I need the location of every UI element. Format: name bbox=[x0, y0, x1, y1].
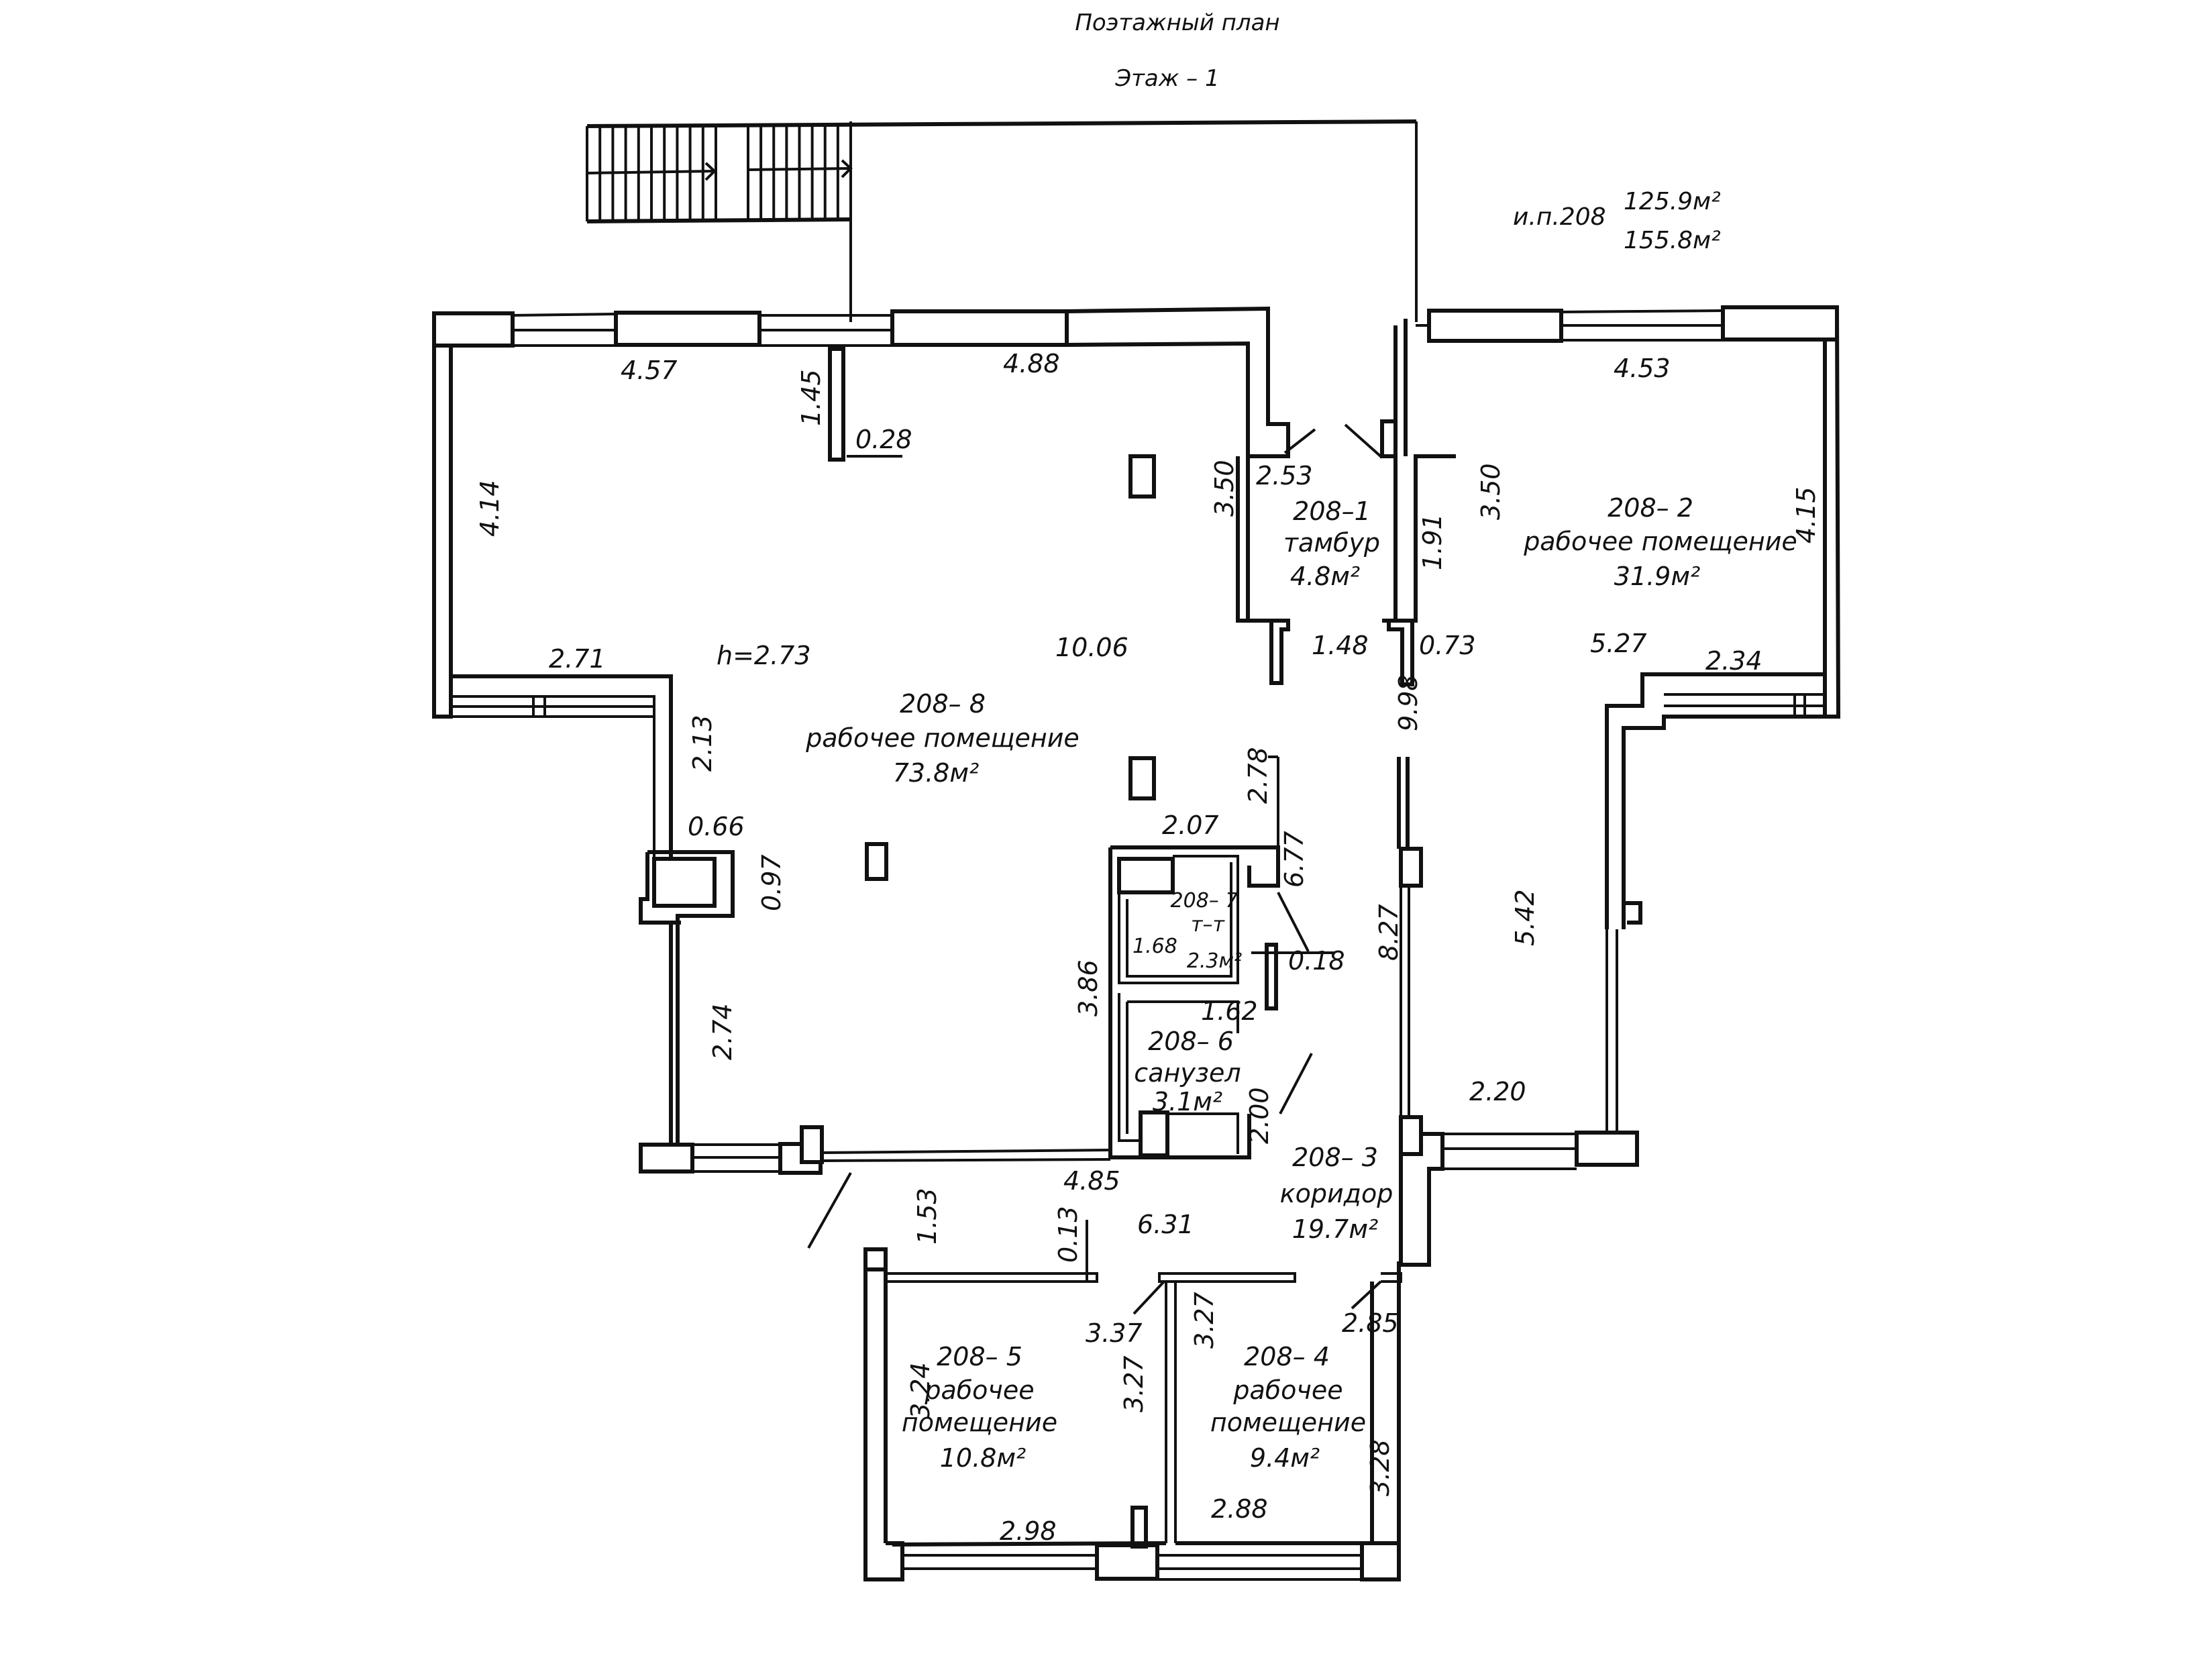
room-208-8: 208– 8 рабочее помещение 73.8м² bbox=[805, 689, 1079, 788]
dim: 9.98 bbox=[1393, 674, 1423, 731]
room-name: тамбур bbox=[1283, 528, 1380, 558]
dim: 1.45 bbox=[796, 369, 826, 426]
dim: 0.13 bbox=[1053, 1206, 1083, 1263]
dim: 3.27 bbox=[1190, 1292, 1219, 1349]
dim: 1.68 bbox=[1133, 935, 1177, 958]
dim: 2.98 bbox=[1000, 1516, 1057, 1546]
dim: 4.57 bbox=[621, 356, 678, 385]
room-id: 208– 6 bbox=[1148, 1027, 1234, 1056]
dim: 0.28 bbox=[855, 425, 912, 454]
dim: 2.00 bbox=[1245, 1087, 1274, 1144]
dim: 0.66 bbox=[688, 812, 745, 841]
dim: 1.91 bbox=[1418, 513, 1447, 570]
dim: 2.13 bbox=[688, 715, 717, 772]
room-name: рабочее bbox=[924, 1375, 1034, 1405]
room-id: 208– 4 bbox=[1244, 1342, 1330, 1371]
unit-area-total: 155.8м² bbox=[1624, 227, 1721, 254]
dim: 5.27 bbox=[1590, 629, 1647, 658]
dim: 4.85 bbox=[1063, 1166, 1120, 1196]
walls bbox=[432, 305, 1841, 1581]
dim: 0.73 bbox=[1419, 631, 1476, 660]
dim: 2.07 bbox=[1162, 811, 1219, 840]
dim: 2.20 bbox=[1469, 1077, 1526, 1106]
dim: 3.28 bbox=[1365, 1439, 1395, 1496]
room-208-6: 208– 6 санузел 3.1м² bbox=[1134, 1027, 1241, 1116]
floor-label: Этаж – 1 bbox=[1114, 65, 1219, 92]
dim: 2.71 bbox=[549, 644, 606, 674]
dim: 5.42 bbox=[1510, 889, 1540, 946]
room-208-5: 208– 5 рабочее помещение 10.8м² bbox=[902, 1342, 1057, 1473]
room-id: 208– 3 bbox=[1292, 1143, 1378, 1172]
room-area: 19.7м² bbox=[1292, 1214, 1379, 1244]
dim: 3.24 bbox=[906, 1362, 935, 1419]
room-208-4: 208– 4 рабочее помещение 9.4м² bbox=[1210, 1342, 1366, 1473]
dim: 8.27 bbox=[1374, 904, 1404, 961]
staircase bbox=[586, 119, 1418, 322]
room-area: 9.4м² bbox=[1250, 1443, 1320, 1473]
room-name: рабочее помещение bbox=[805, 723, 1079, 753]
dim: 2.85 bbox=[1342, 1308, 1399, 1338]
dim: 6.31 bbox=[1137, 1210, 1194, 1239]
dim: 6.77 bbox=[1279, 831, 1309, 888]
unit-label: и.п.208 bbox=[1513, 203, 1606, 231]
room-id: 208– 8 bbox=[900, 689, 986, 719]
dim: 2.53 bbox=[1256, 461, 1313, 490]
room-name: рабочее bbox=[1232, 1375, 1342, 1405]
dim: 2.78 bbox=[1243, 747, 1273, 804]
dim: 2.34 bbox=[1705, 646, 1762, 676]
room-area: 3.1м² bbox=[1153, 1087, 1222, 1116]
room-name: рабочее помещение bbox=[1523, 527, 1797, 556]
room-area: 73.8м² bbox=[893, 758, 980, 788]
room-id: 208– 7 bbox=[1171, 889, 1239, 913]
room-area: 2.3м² bbox=[1187, 949, 1242, 973]
room-208-7: 208– 7 т–т 2.3м² bbox=[1171, 889, 1243, 973]
room-name-2: помещение bbox=[1210, 1408, 1366, 1437]
room-name: коридор bbox=[1280, 1179, 1393, 1208]
columns bbox=[865, 454, 1156, 881]
room-area: 31.9м² bbox=[1614, 562, 1701, 591]
room-id: 208– 2 bbox=[1608, 493, 1693, 523]
dim: 3.50 bbox=[1476, 463, 1506, 520]
room-208-1: 208–1 тамбур 4.8м² bbox=[1283, 497, 1380, 591]
dim: 1.48 bbox=[1312, 631, 1369, 660]
dimension-labels: 4.57 0.28 4.88 2.53 4.53 2.71 10.06 1.48… bbox=[475, 349, 1821, 1546]
dim: 10.06 bbox=[1055, 633, 1128, 662]
dim: 3.50 bbox=[1210, 460, 1239, 517]
room-name: санузел bbox=[1134, 1058, 1241, 1088]
plan-title: Поэтажный план bbox=[1075, 9, 1279, 36]
dim: 3.37 bbox=[1086, 1318, 1143, 1348]
dim: 0.97 bbox=[757, 854, 786, 911]
dim: 4.88 bbox=[1003, 349, 1060, 378]
dim: 4.15 bbox=[1791, 486, 1821, 543]
room-208-2: 208– 2 рабочее помещение 31.9м² bbox=[1523, 493, 1797, 591]
dim: 4.53 bbox=[1614, 354, 1671, 383]
room-name: т–т bbox=[1191, 913, 1225, 937]
dim: 1.53 bbox=[912, 1188, 942, 1245]
room-id: 208–1 bbox=[1293, 497, 1371, 526]
dim: 0.18 bbox=[1288, 946, 1345, 976]
ceiling-height: h=2.73 bbox=[717, 641, 811, 670]
stair-treads bbox=[598, 123, 839, 221]
room-area: 4.8м² bbox=[1290, 562, 1360, 591]
room-name-2: помещение bbox=[902, 1408, 1057, 1437]
room-area: 10.8м² bbox=[940, 1443, 1026, 1473]
dim: 1.62 bbox=[1201, 996, 1258, 1026]
unit-area-main: 125.9м² bbox=[1624, 188, 1721, 215]
dim: 4.14 bbox=[475, 480, 505, 537]
dim: 3.86 bbox=[1073, 959, 1103, 1017]
room-id: 208– 5 bbox=[937, 1342, 1022, 1371]
dim: 2.88 bbox=[1211, 1494, 1268, 1524]
dim: 3.27 bbox=[1119, 1355, 1149, 1412]
dim: 2.74 bbox=[708, 1003, 737, 1060]
room-208-3: 208– 3 коридор 19.7м² bbox=[1280, 1143, 1393, 1244]
